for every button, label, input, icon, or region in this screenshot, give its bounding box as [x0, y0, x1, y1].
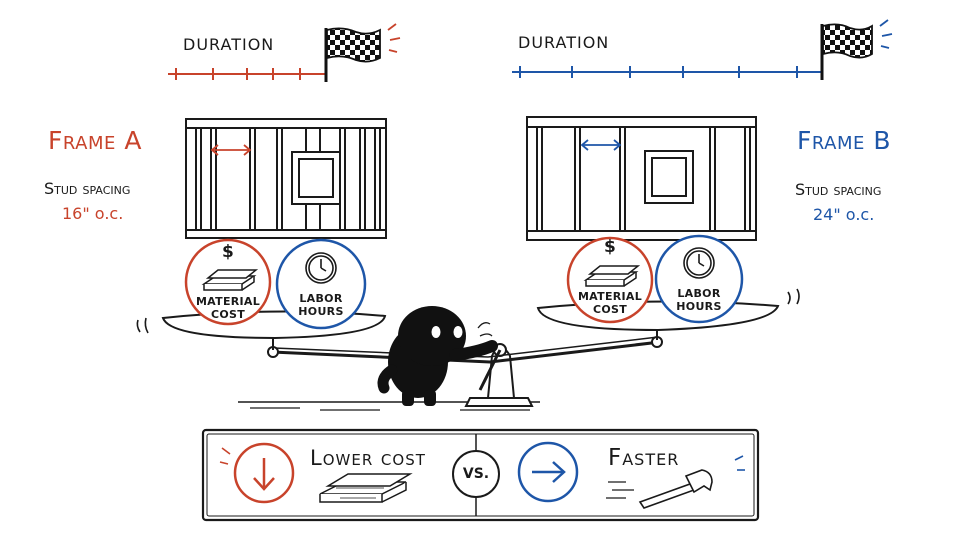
down-arrow-icon: [219, 442, 295, 504]
frame-b-wall: [526, 116, 757, 241]
labor-hours-caption-b: LABOR HOURS: [676, 287, 722, 313]
clock-icon: [683, 247, 715, 279]
timeline-a: [168, 68, 326, 80]
frame-b-title: Frame B: [797, 126, 891, 155]
material-cost-caption-a: MATERIAL COST: [195, 295, 261, 321]
labor-hours-coin-a: [275, 238, 367, 330]
duration-label-b: DURATION: [518, 33, 610, 52]
frame-a-spacing-label: Stud spacing: [44, 179, 131, 198]
checkered-flag-icon: [820, 19, 893, 80]
dollar-icon: $: [604, 237, 616, 257]
labor-hours-caption-a: LABOR HOURS: [298, 292, 344, 318]
hammer-icon: [606, 469, 713, 509]
right-arrow-icon: [517, 441, 745, 503]
clock-icon: [305, 252, 337, 284]
lower-cost-label: Lower cost: [310, 446, 426, 470]
spacing-arrow-a: [210, 144, 252, 156]
material-cost-coin-a: [184, 238, 272, 326]
frame-b-spacing-value: 24" o.c.: [813, 205, 875, 224]
checkered-flag-icon: [324, 23, 401, 82]
dollar-icon: $: [222, 242, 234, 262]
lumber-icon: [583, 265, 641, 287]
versus-badge: [452, 450, 500, 498]
faster-label: Faster: [608, 445, 680, 471]
timeline-b: [512, 66, 822, 78]
labor-hours-coin-b: [654, 234, 744, 324]
comparison-box: [201, 428, 760, 522]
frame-b-spacing-label: Stud spacing: [795, 180, 882, 199]
versus-label: VS.: [462, 466, 490, 482]
character-figure: [377, 306, 498, 406]
lumber-icon: [201, 269, 259, 291]
frame-a-spacing-value: 16" o.c.: [62, 204, 124, 223]
duration-label-a: DURATION: [183, 35, 275, 54]
balance-scale: [238, 336, 663, 411]
lumber-icon: [319, 473, 413, 503]
material-cost-caption-b: MATERIAL COST: [577, 290, 643, 316]
spacing-arrow-b: [580, 139, 622, 151]
frame-a-wall: [185, 118, 387, 239]
material-cost-coin-b: [566, 236, 654, 324]
frame-a-title: Frame A: [48, 126, 142, 155]
